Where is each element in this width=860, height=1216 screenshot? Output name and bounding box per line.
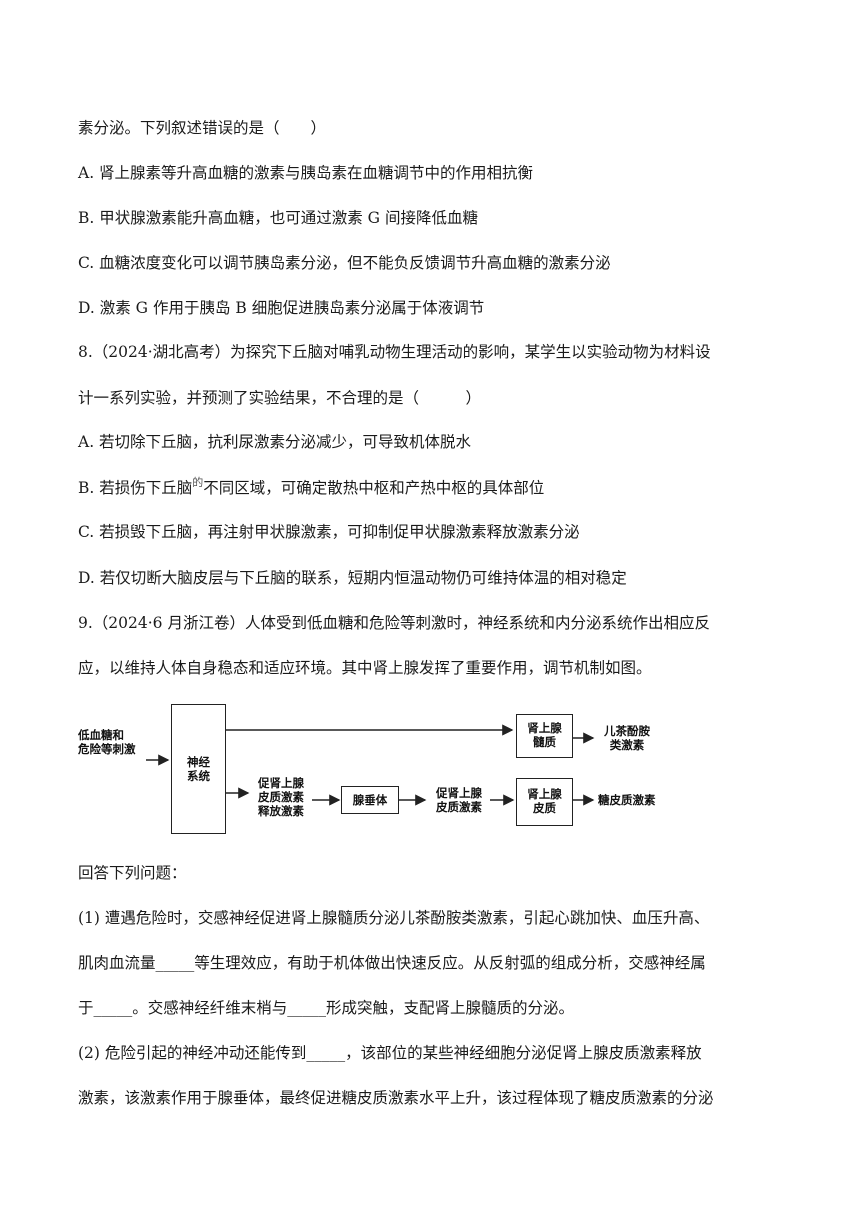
q8-option-a: A. 若切除下丘脑，抗利尿激素分泌减少，可导致机体脱水 <box>78 433 472 451</box>
q8-option-b-part1: B. 若损伤下丘脑 <box>78 479 193 497</box>
acth-line-1: 促肾上腺 <box>436 786 482 800</box>
medulla-line-1: 肾上腺 <box>527 721 562 735</box>
option-a: A. 肾上腺素等升高血糖的激素与胰岛素在血糖调节中的作用相抗衡 <box>78 164 534 182</box>
crh-label: 促肾上腺 皮质激素 释放激素 <box>250 776 312 818</box>
crh-line-2: 皮质激素 <box>258 790 304 804</box>
question-8-title: 8.（2024·湖北高考）为探究下丘脑对哺乳动物生理活动的影响，某学生以实验动物… <box>78 343 711 361</box>
stimulus-label: 低血糖和 危险等刺激 <box>78 728 146 756</box>
answer-prompt: 回答下列问题： <box>78 864 187 882</box>
crh-line-1: 促肾上腺 <box>258 776 304 790</box>
option-d: D. 激素 G 作用于胰岛 B 细胞促进胰岛素分泌属于体液调节 <box>78 299 485 317</box>
superscript-mark: 的 <box>192 476 204 489</box>
sub-question-1-end: 于_____。交感神经纤维末梢与_____形成突触，支配肾上腺髓质的分泌。 <box>78 999 575 1017</box>
option-c: C. 血糖浓度变化可以调节胰岛素分泌，但不能负反馈调节升高血糖的激素分泌 <box>78 254 611 272</box>
catecholamine-line-1: 儿茶酚胺 <box>604 724 650 738</box>
question-9-title: 9.（2024·6 月浙江卷）人体受到低血糖和危险等刺激时，神经系统和内分泌系统… <box>78 614 710 632</box>
pituitary-box: 腺垂体 <box>341 786 399 814</box>
q8-option-b: B. 若损伤下丘脑的不同区域，可确定散热中枢和产热中枢的具体部位 <box>78 476 545 500</box>
adrenal-cortex-label: 肾上腺 皮质 <box>517 787 572 815</box>
adrenal-cortex-box: 肾上腺 皮质 <box>516 778 573 826</box>
pituitary-label: 腺垂体 <box>352 793 388 807</box>
q8-option-d: D. 若仅切断大脑皮层与下丘脑的联系，短期内恒温动物仍可维持体温的相对稳定 <box>78 569 627 587</box>
nervous-system-box: 神经 系统 <box>171 704 226 834</box>
text-line: 素分泌。下列叙述错误的是（ ） <box>78 119 327 137</box>
acth-line-2: 皮质激素 <box>436 800 482 814</box>
option-b: B. 甲状腺激素能升高血糖，也可通过激素 G 间接降低血糖 <box>78 209 478 227</box>
cortex-line-1: 肾上腺 <box>527 787 562 801</box>
q8-option-b-part2: 不同区域，可确定散热中枢和产热中枢的具体部位 <box>203 479 545 497</box>
adrenal-medulla-label: 肾上腺 髓质 <box>517 721 572 749</box>
sub-question-2-cont: 激素，该激素作用于腺垂体，最终促进糖皮质激素水平上升，该过程体现了糖皮质激素的分… <box>78 1089 714 1107</box>
sub-question-2: (2) 危险引起的神经冲动还能传到_____，该部位的某些神经细胞分泌促肾上腺皮… <box>78 1044 702 1062</box>
adrenal-medulla-box: 肾上腺 髓质 <box>516 714 573 758</box>
stimulus-line-1: 低血糖和 <box>78 728 124 742</box>
stimulus-line-2: 危险等刺激 <box>78 742 136 756</box>
glucocorticoid-label: 糖皮质激素 <box>598 793 656 807</box>
sub-question-1: (1) 遭遇危险时，交感神经促进肾上腺髓质分泌儿茶酚胺类激素，引起心跳加快、血压… <box>78 909 710 927</box>
regulation-diagram: 低血糖和 危险等刺激 神经 系统 促肾上腺 皮质激素 释放激素 腺垂体 促肾上腺… <box>78 700 698 840</box>
nervous-line-1: 神经 <box>187 755 210 769</box>
medulla-line-2: 髓质 <box>533 735 556 749</box>
diagram-arrows <box>146 724 595 806</box>
sub-question-1-cont: 肌肉血流量_____等生理效应，有助于机体做出快速反应。从反射弧的组成分析，交感… <box>78 954 706 972</box>
question-9-title-cont: 应，以维持人体自身稳态和适应环境。其中肾上腺发挥了重要作用，调节机制如图。 <box>78 659 652 677</box>
cortex-line-2: 皮质 <box>533 801 556 815</box>
question-8-title-cont: 计一系列实验，并预测了实验结果，不合理的是（ ） <box>78 389 482 407</box>
catecholamine-line-2: 类激素 <box>609 738 645 752</box>
catecholamine-label: 儿茶酚胺 类激素 <box>596 724 658 752</box>
crh-line-3: 释放激素 <box>258 804 304 818</box>
nervous-line-2: 系统 <box>187 769 210 783</box>
nervous-system-label: 神经 系统 <box>172 755 225 783</box>
q8-option-c: C. 若损毁下丘脑，再注射甲状腺激素，可抑制促甲状腺激素释放激素分泌 <box>78 523 580 541</box>
acth-label: 促肾上腺 皮质激素 <box>428 786 490 814</box>
